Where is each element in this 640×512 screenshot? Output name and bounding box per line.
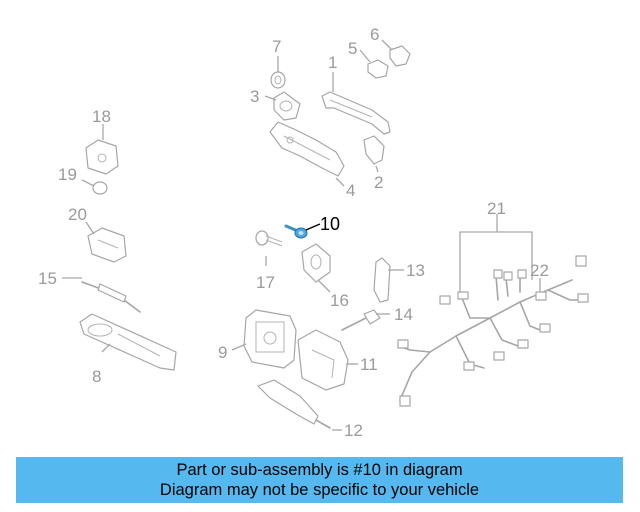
part-14-rod-clip[interactable] — [341, 309, 381, 331]
part-8-inside-handle[interactable] — [79, 313, 177, 371]
callout-13[interactable]: 13 — [406, 261, 425, 280]
callout-19[interactable]: 19 — [58, 165, 77, 184]
leader-10 — [305, 223, 321, 231]
callout-16[interactable]: 16 — [330, 291, 349, 310]
part-9-lock-actuator[interactable] — [243, 309, 297, 369]
leader-20 — [85, 221, 95, 235]
info-banner: Part or sub-assembly is #10 in diagram D… — [16, 457, 623, 503]
callout-11[interactable]: 11 — [360, 355, 378, 374]
callout-9[interactable]: 9 — [218, 343, 227, 362]
part-6-cylinder-cap[interactable] — [389, 45, 411, 67]
part-2-handle-cap[interactable] — [363, 135, 385, 165]
parts-diagram: 1 2 3 4 5 6 7 8 — [38, 25, 589, 440]
part-19-clip[interactable] — [92, 181, 108, 195]
part-3-gasket[interactable] — [273, 91, 301, 121]
callout-2[interactable]: 2 — [374, 173, 383, 192]
callout-22[interactable]: 22 — [530, 261, 549, 280]
part-13-seal[interactable] — [373, 257, 391, 303]
callout-21[interactable]: 21 — [487, 199, 506, 218]
callout-4[interactable]: 4 — [346, 181, 355, 200]
part-5-cover[interactable] — [367, 59, 389, 79]
leader-4 — [335, 177, 345, 187]
leader-16 — [317, 279, 331, 293]
leader-2 — [375, 165, 379, 173]
callout-17[interactable]: 17 — [256, 273, 275, 292]
part-10-bolt[interactable] — [284, 224, 308, 239]
leader-3 — [264, 95, 277, 101]
part-21-wiring-harness[interactable] — [397, 255, 589, 407]
part-22-connector[interactable] — [535, 291, 547, 301]
part-11-latch-cover[interactable] — [297, 329, 349, 391]
part-7-grommet[interactable] — [270, 71, 286, 89]
part-15-cable[interactable] — [81, 281, 141, 313]
callout-18[interactable]: 18 — [92, 107, 111, 126]
part-16-striker-plate[interactable] — [301, 243, 331, 283]
banner-line-2: Diagram may not be specific to your vehi… — [159, 481, 480, 499]
banner-line-1: Part or sub-assembly is #10 in diagram — [176, 461, 463, 479]
part-12-lock-rod[interactable] — [257, 379, 331, 429]
callout-10[interactable]: 10 — [320, 214, 340, 234]
part-18-hinge[interactable] — [85, 139, 119, 175]
leader-6 — [381, 39, 393, 51]
part-17-screw[interactable] — [255, 230, 283, 247]
callout-12[interactable]: 12 — [344, 421, 363, 440]
callout-1[interactable]: 1 — [328, 53, 337, 72]
leader-19 — [81, 179, 95, 187]
callout-14[interactable]: 14 — [394, 305, 413, 324]
callout-6[interactable]: 6 — [370, 25, 379, 44]
callout-15[interactable]: 15 — [38, 269, 57, 288]
callout-7[interactable]: 7 — [272, 37, 281, 56]
part-1-outside-handle[interactable] — [321, 91, 391, 135]
part-4-handle-frame[interactable] — [269, 121, 345, 177]
callout-3[interactable]: 3 — [250, 87, 259, 106]
leader-8 — [101, 343, 111, 353]
callout-8[interactable]: 8 — [92, 367, 101, 386]
leader-9 — [231, 343, 247, 351]
part-20-bracket[interactable] — [87, 227, 127, 263]
leader-5 — [359, 49, 371, 63]
callout-20[interactable]: 20 — [68, 205, 87, 224]
callout-5[interactable]: 5 — [348, 39, 357, 58]
leader-21 — [459, 231, 533, 292]
